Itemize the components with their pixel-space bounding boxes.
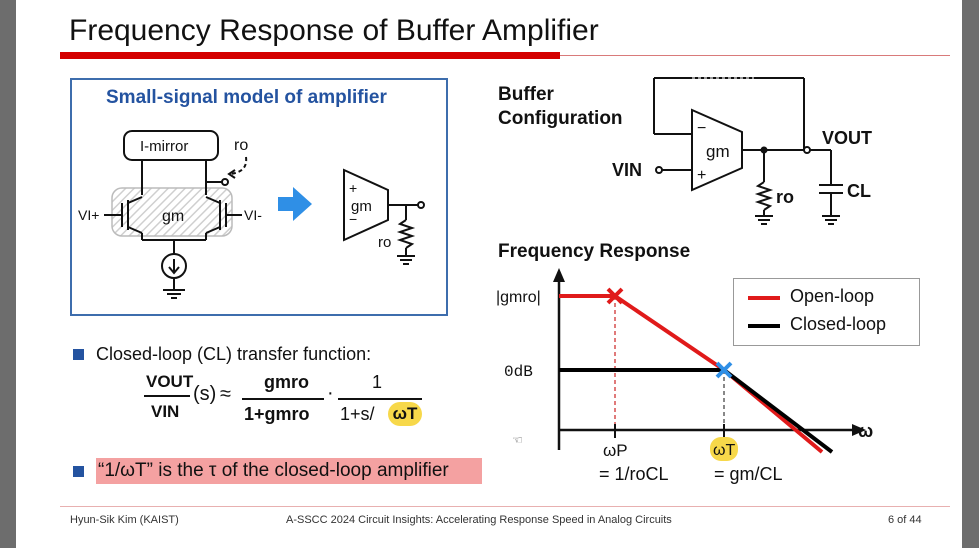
tau-statement: “1/ωT” is the τ of the closed-loop ampli… — [98, 460, 449, 481]
formula-dot: · — [327, 382, 334, 404]
model-title: Small-signal model of amplifier — [106, 87, 387, 108]
buffer-ro-label: ro — [776, 187, 794, 207]
legend-label-open-loop: Open-loop — [790, 286, 875, 306]
wt-eq: = gm/CL — [714, 464, 783, 484]
y-top-label: |gmro| — [496, 289, 541, 306]
amp-plus-sign: + — [349, 180, 357, 196]
y-axis-arrow-icon — [553, 268, 565, 282]
diff-pair-circuit — [104, 130, 248, 299]
legend-swatch-open-loop — [748, 296, 780, 300]
wp-eq: = 1/roCL — [599, 464, 669, 484]
freq-plot-title: Frequency Response — [498, 241, 691, 262]
formula-frac1-den: 1+gmro — [244, 404, 310, 424]
amp-minus-sign: − — [349, 211, 357, 227]
formula-frac1-num: gmro — [264, 372, 309, 392]
footer-event: A-SSCC 2024 Circuit Insights: Accelerati… — [286, 514, 672, 526]
slide-title: Frequency Response of Buffer Amplifier — [69, 14, 599, 47]
chart-legend: Open-loop Closed-loop — [733, 278, 920, 346]
output-node-dot — [760, 146, 768, 154]
buffer-gm-label: gm — [706, 142, 730, 161]
hand-cursor-icon: ☜ — [512, 433, 523, 447]
amp-ro-label: ro — [378, 234, 391, 251]
x-axis-label: ω — [858, 421, 873, 441]
buffer-cl-label: CL — [847, 181, 871, 201]
imirror-block — [123, 130, 219, 161]
wt-highlight — [710, 437, 738, 461]
wt-marker — [715, 361, 733, 379]
diagram-canvas: I-mirror ro VI+ gm VI- + − gm ro — [78, 77, 873, 484]
buffer-title-line1: Buffer — [498, 84, 554, 105]
vin-minus-label: VI- — [244, 207, 262, 223]
wt-label: ωT — [713, 442, 735, 459]
bullet-icon — [73, 466, 84, 477]
buffer-minus-sign: − — [697, 120, 706, 137]
series-closed-loop — [559, 368, 834, 454]
gm-label: gm — [162, 208, 184, 225]
buffer-circuit — [653, 77, 843, 225]
series-open-loop — [559, 294, 824, 454]
buffer-plus-sign: + — [697, 167, 706, 184]
vin-plus-label: VI+ — [78, 207, 99, 223]
hatched-diff-pair — [111, 187, 233, 237]
closed-loop-bullet-text: Closed-loop (CL) transfer function: — [96, 344, 372, 364]
legend-label-closed-loop: Closed-loop — [790, 314, 887, 334]
legend-swatch-closed-loop — [748, 324, 780, 328]
formula-s-arg: (s) — [193, 383, 217, 405]
formula-lhs-num: VOUT — [146, 372, 194, 391]
imirror-label: I-mirror — [140, 138, 188, 155]
formula-frac2-bar — [338, 398, 422, 400]
title-divider — [560, 55, 950, 56]
footer-page-number: 6 of 44 — [888, 514, 922, 526]
formula-approx: ≈ — [220, 383, 231, 405]
wp-marker — [606, 287, 624, 305]
tau-highlight — [96, 458, 482, 484]
wp-label: ωP — [603, 441, 628, 460]
formula-frac1-bar — [242, 398, 324, 400]
amp-gm-label: gm — [351, 198, 372, 215]
buffer-vin-label: VIN — [612, 160, 642, 180]
buffer-title-line2: Configuration — [498, 108, 623, 129]
amp-symbol — [343, 168, 425, 265]
formula-lhs-den: VIN — [151, 402, 180, 421]
title-accent-bar — [60, 52, 560, 59]
buffer-vout-label: VOUT — [822, 128, 872, 148]
y-mid-label: 0dB — [504, 363, 533, 381]
model-box — [70, 78, 448, 316]
footer-author: Hyun-Sik Kim (KAIST) — [70, 514, 179, 526]
formula-wt-highlight: ωT — [388, 402, 422, 426]
ro-top-label: ro — [234, 137, 248, 154]
formula-lhs-bar — [144, 395, 190, 397]
freq-plot — [553, 268, 866, 461]
right-arrow-icon — [278, 187, 312, 221]
x-axis-arrow-icon — [852, 424, 866, 436]
formula-frac2-den-prefix: 1+s/ — [340, 404, 375, 424]
bullet-icon — [73, 349, 84, 360]
footer-divider — [60, 506, 950, 507]
formula-frac2-num: 1 — [372, 372, 383, 392]
slide: Frequency Response of Buffer Amplifier S… — [16, 0, 962, 548]
